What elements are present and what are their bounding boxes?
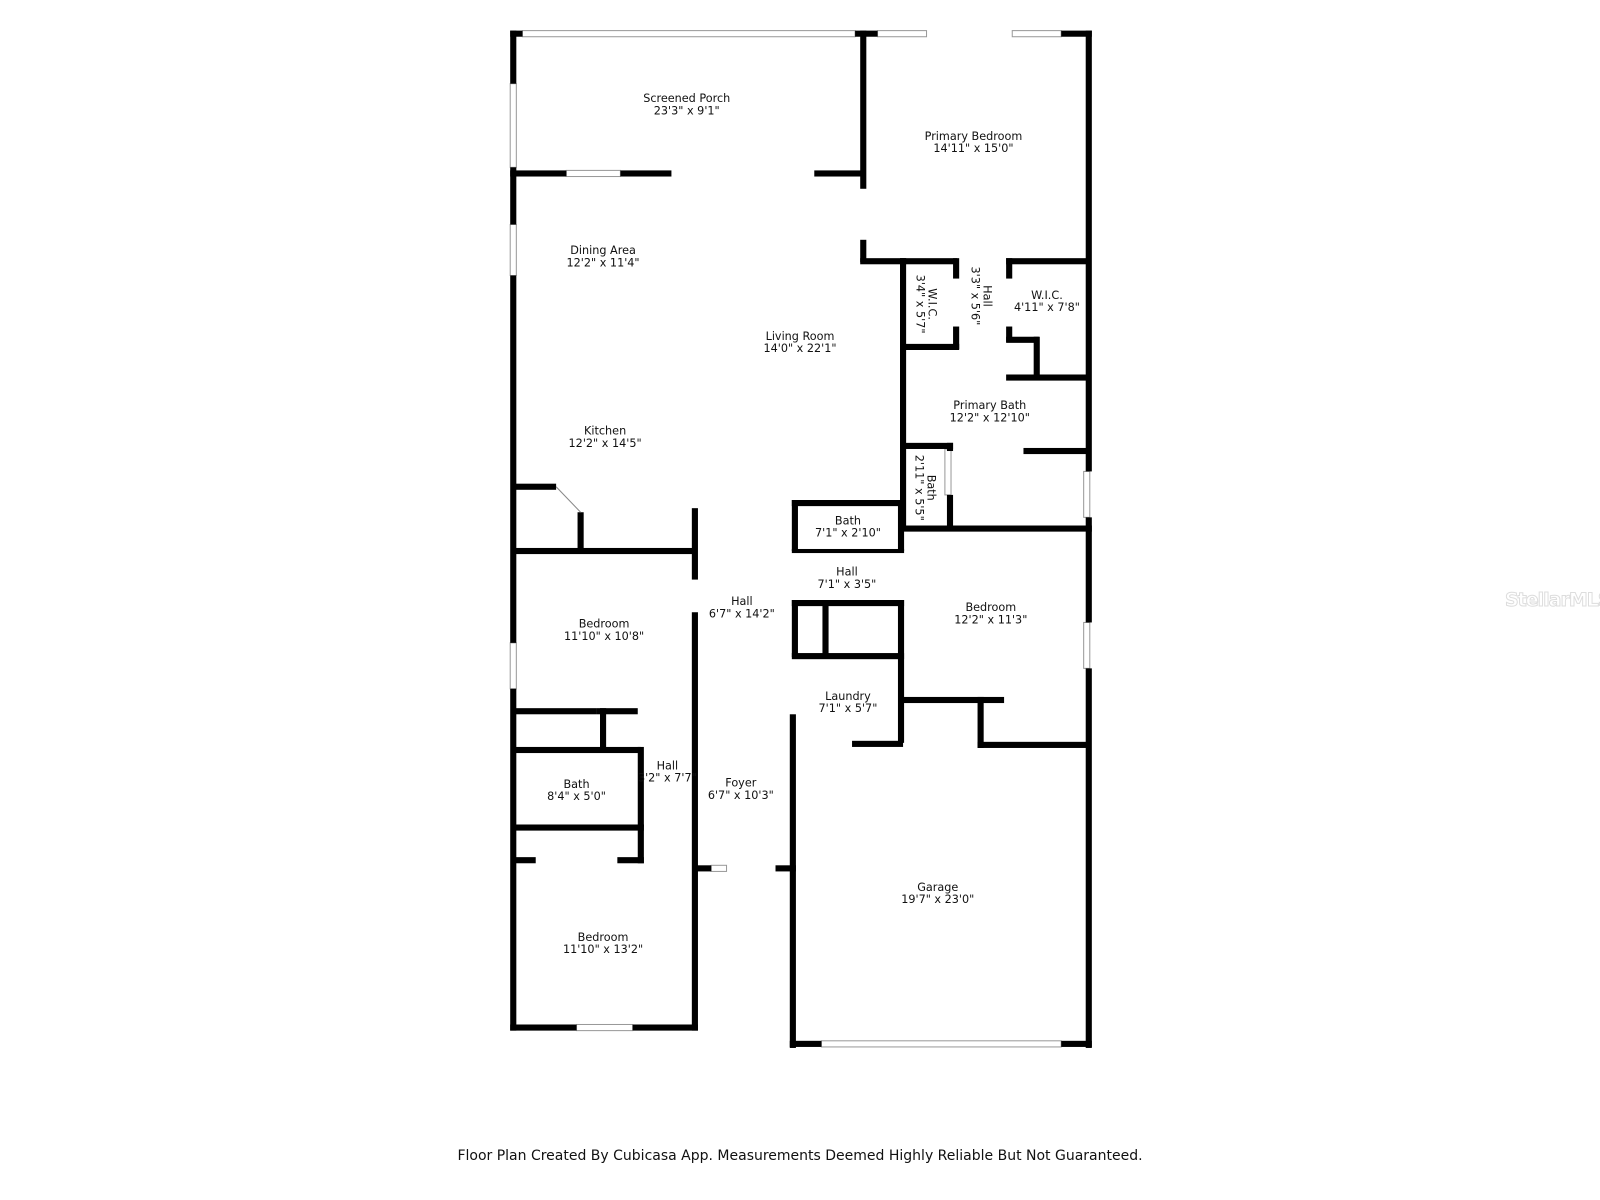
watermark: StellarMLS — [1505, 589, 1600, 612]
windows — [509, 30, 1091, 1048]
svg-text:W.I.C.3'4" x 5'7": W.I.C.3'4" x 5'7" — [913, 275, 938, 334]
footer-disclaimer: Floor Plan Created By Cubicasa App. Meas… — [457, 1148, 1143, 1164]
walls — [510, 30, 1092, 1048]
room-name: Screened Porch — [643, 92, 730, 105]
svg-text:Hall3'3" x 5'6": Hall3'3" x 5'6" — [968, 267, 993, 326]
svg-text:Hall3'2" x 7'7": Hall3'2" x 7'7" — [638, 759, 697, 784]
svg-text:Bath2'11" x 5'5": Bath2'11" x 5'5" — [912, 455, 937, 521]
svg-text:W.I.C.4'11" x 7'8": W.I.C.4'11" x 7'8" — [1014, 289, 1080, 314]
